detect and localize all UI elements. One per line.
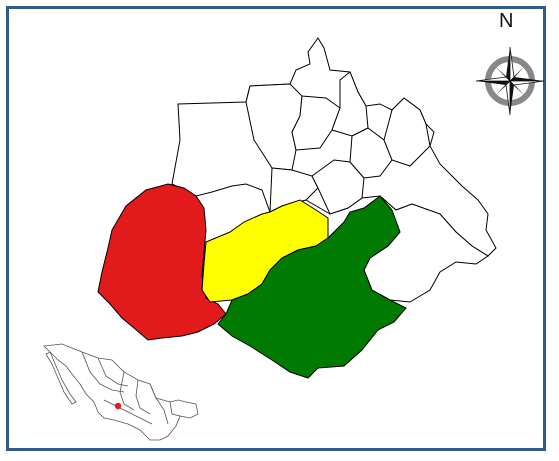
compass-rose-icon [475,46,545,116]
region-green [217,195,407,379]
region-center-3 [349,127,393,179]
inset-internal-boundary-3 [119,371,135,411]
inset-internal-boundary-6 [149,383,169,425]
inset-internal-boundary-5 [103,399,153,425]
inset-location-marker [114,402,122,410]
inset-internal-boundary-1 [81,351,125,393]
inset-internal-boundary-4 [135,379,151,415]
municipality-outlines [171,37,497,303]
inset-baja-peninsula [45,351,77,405]
region-red [97,183,227,341]
region-center-2 [311,159,365,215]
inset-mexico-map [43,343,199,441]
inset-internal-boundary-7 [169,401,181,417]
inset-internal-boundary-2 [97,357,129,387]
region-north-4 [331,71,369,137]
region-east-1 [383,97,431,167]
inset-country-outline [43,343,199,441]
compass-north-label: N [499,10,514,32]
